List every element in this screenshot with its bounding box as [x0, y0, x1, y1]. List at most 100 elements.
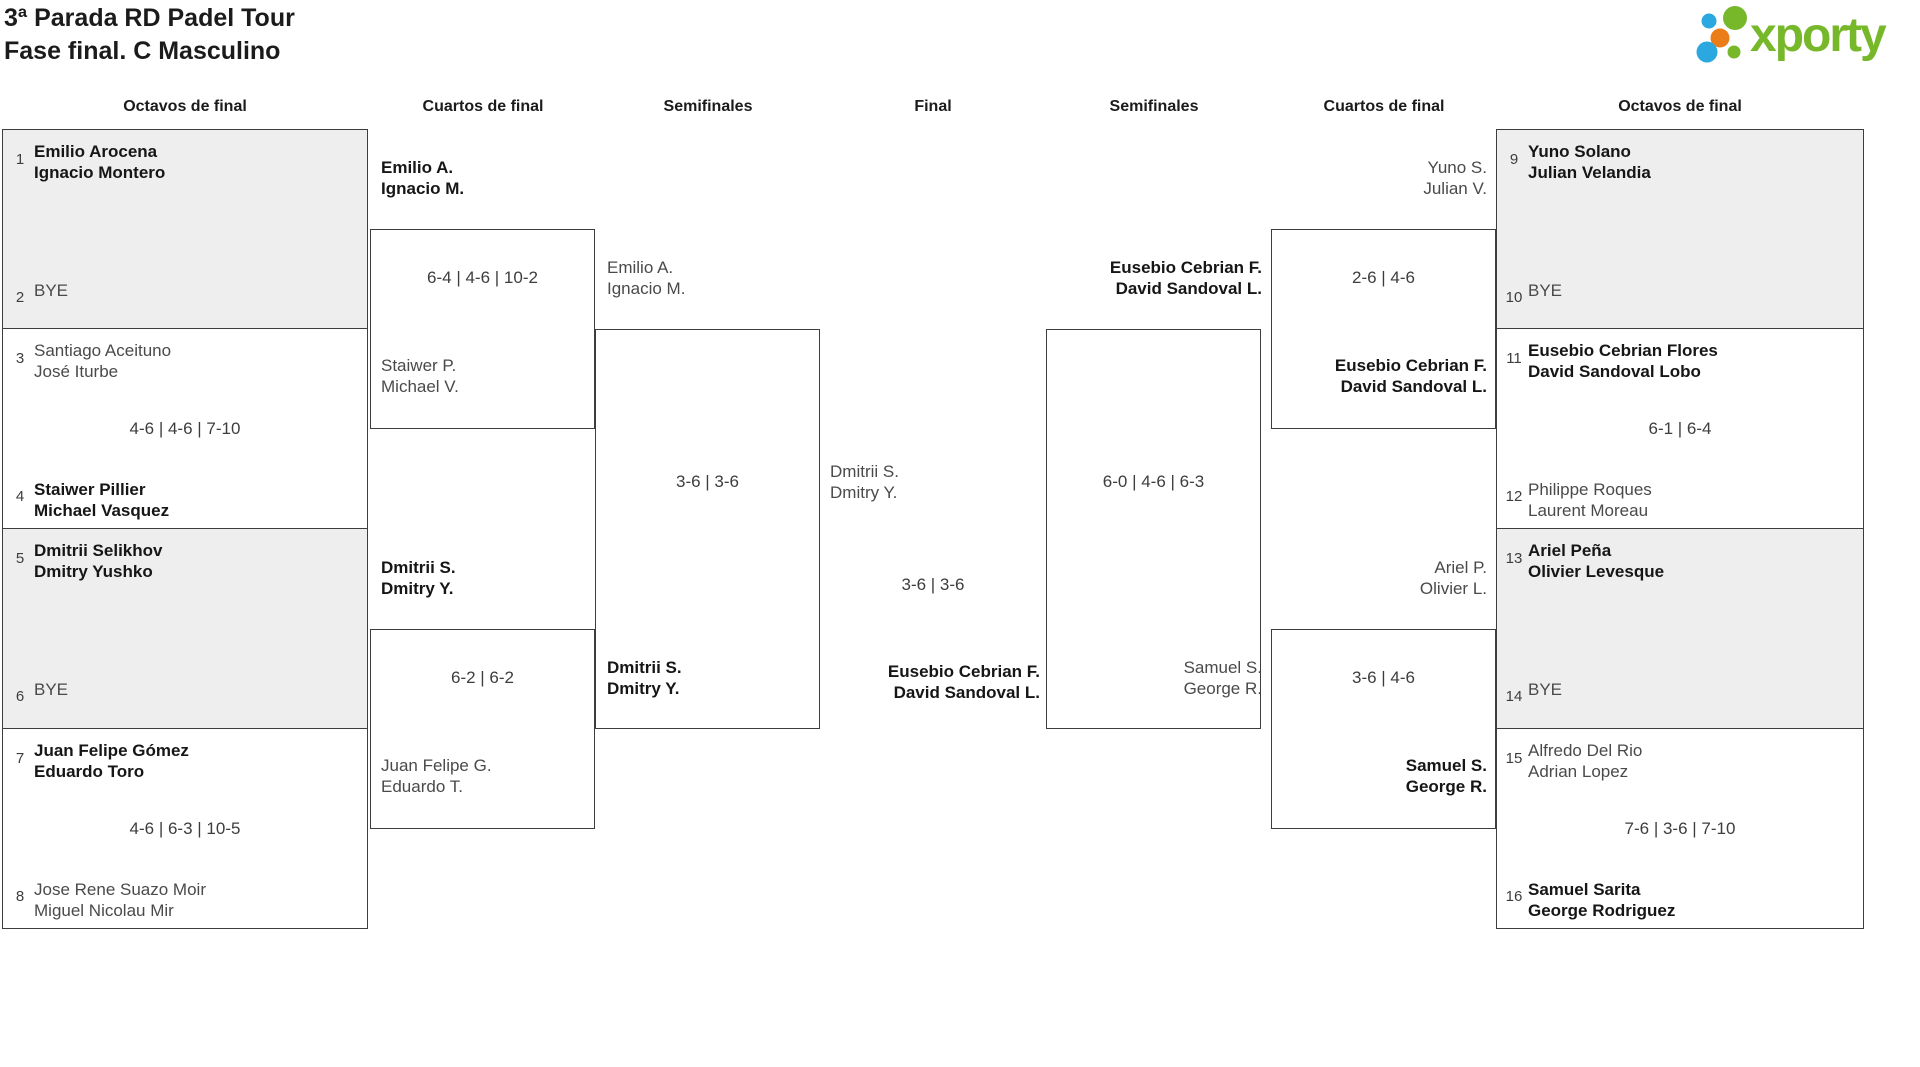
- player-line: Staiwer P.: [381, 356, 457, 375]
- team-pair: Jose Rene Suazo Moir Miguel Nicolau Mir: [34, 879, 206, 921]
- match-octavos-left-4: 7 Juan Felipe Gómez Eduardo Toro 4-6 | 6…: [2, 728, 368, 929]
- round-header-semis-right: Semifinales: [1109, 98, 1199, 115]
- match-octavos-right-1: 9 Yuno Solano Julian Velandia 10 BYE: [1496, 129, 1864, 329]
- team-pair: Staiwer P. Michael V.: [381, 355, 459, 397]
- team-pair: Emilio A. Ignacio M.: [607, 257, 685, 299]
- team-pair: Staiwer Pillier Michael Vasquez: [34, 479, 169, 521]
- team-pair: Ariel P. Olivier L.: [1271, 557, 1487, 599]
- player-line: Eduardo T.: [381, 777, 463, 796]
- xporty-logo-icon: [1696, 6, 1747, 63]
- team-pair: BYE: [34, 280, 68, 301]
- player-line: Emilio A.: [381, 158, 454, 177]
- title-line2: Fase final. C Masculino: [4, 37, 281, 65]
- player-line: Ariel P.: [1434, 558, 1487, 577]
- match-score: 6-2 | 6-2: [450, 668, 514, 687]
- player-line: George Rodriguez: [1528, 901, 1676, 920]
- seed-number: 5: [15, 550, 25, 567]
- round-header-cuartos-left: Cuartos de final: [422, 98, 544, 115]
- match-cuartos-right-1-box: [1271, 229, 1496, 429]
- round-header-octavos-right: Octavos de final: [1618, 98, 1742, 115]
- player-line: Dmitry Yushko: [34, 562, 153, 581]
- team-pair: BYE: [1528, 280, 1562, 301]
- team-pair: Yuno S. Julian V.: [1271, 157, 1487, 199]
- team-pair: Philippe Roques Laurent Moreau: [1528, 479, 1652, 521]
- player-line: BYE: [1528, 281, 1563, 300]
- team-pair: Dmitrii S. Dmitry Y.: [830, 461, 899, 503]
- player-line: Eusebio Cebrian Flores: [1528, 341, 1718, 360]
- team-pair: Juan Felipe Gómez Eduardo Toro: [34, 740, 189, 782]
- player-line: Dmitry Y.: [607, 679, 680, 698]
- match-score: 6-1 | 6-4: [1648, 419, 1712, 438]
- match-cuartos-right-2-box: [1271, 629, 1496, 829]
- team-pair: Eusebio Cebrian F. David Sandoval L.: [1271, 355, 1487, 397]
- seed-number: 13: [1505, 550, 1523, 567]
- seed-number: 3: [15, 350, 25, 367]
- player-line: Emilio Arocena: [34, 142, 158, 161]
- seed-number: 11: [1506, 350, 1522, 367]
- player-line: Michael V.: [381, 377, 459, 396]
- seed-number: 2: [15, 289, 25, 306]
- team-pair: Ariel Peña Olivier Levesque: [1528, 540, 1664, 582]
- player-line: Ariel Peña: [1528, 541, 1612, 560]
- player-line: Olivier Levesque: [1528, 562, 1665, 581]
- match-score: 6-4 | 4-6 | 10-2: [427, 268, 538, 287]
- team-pair: Eusebio Cebrian F. David Sandoval L.: [820, 661, 1040, 703]
- player-line: José Iturbe: [34, 362, 119, 381]
- team-pair: Alfredo Del Rio Adrian Lopez: [1528, 740, 1642, 782]
- team-pair: Dmitrii Selikhov Dmitry Yushko: [34, 540, 162, 582]
- player-line: David Sandoval L.: [893, 683, 1040, 702]
- player-line: Adrian Lopez: [1528, 762, 1629, 781]
- match-octavos-right-3: 13 Ariel Peña Olivier Levesque 14 BYE: [1496, 528, 1864, 729]
- title-line1: 3ª Parada RD Padel Tour: [4, 4, 295, 32]
- player-line: Eduardo Toro: [34, 762, 145, 781]
- player-line: Dmitry Y.: [381, 579, 454, 598]
- team-pair: BYE: [34, 679, 68, 700]
- team-pair: Samuel S. George R.: [1046, 657, 1262, 699]
- match-score: 6-0 | 4-6 | 6-3: [1102, 472, 1205, 491]
- match-score: 3-6 | 3-6: [901, 575, 965, 594]
- match-octavos-right-4: 15 Alfredo Del Rio Adrian Lopez 7-6 | 3-…: [1496, 728, 1864, 929]
- match-semis-left-box: [595, 329, 820, 729]
- player-line: Staiwer Pillier: [34, 480, 146, 499]
- match-score: 7-6 | 3-6 | 7-10: [1624, 819, 1736, 838]
- seed-number: 9: [1509, 151, 1519, 168]
- seed-number: 12: [1505, 488, 1523, 505]
- player-line: Michael Vasquez: [34, 501, 170, 520]
- player-line: Samuel Sarita: [1528, 880, 1641, 899]
- player-line: Juan Felipe Gómez: [34, 741, 189, 760]
- player-line: Alfredo Del Rio: [1528, 741, 1643, 760]
- player-line: Ignacio M.: [607, 279, 686, 298]
- player-line: David Sandoval L.: [1115, 279, 1262, 298]
- team-pair: Dmitrii S. Dmitry Y.: [381, 557, 456, 599]
- player-line: Dmitrii S.: [607, 658, 682, 677]
- match-cuartos-left-1-box: [370, 229, 595, 429]
- match-score: 2-6 | 4-6: [1351, 268, 1415, 287]
- player-line: George R.: [1183, 679, 1262, 698]
- player-line: BYE: [34, 281, 69, 300]
- match-score: 4-6 | 4-6 | 7-10: [129, 419, 241, 438]
- seed-number: 10: [1505, 289, 1523, 306]
- team-pair: Dmitrii S. Dmitry Y.: [607, 657, 682, 699]
- player-line: Samuel S.: [1183, 658, 1262, 677]
- seed-number: 1: [15, 151, 25, 168]
- player-line: Emilio A.: [607, 258, 674, 277]
- match-score: 4-6 | 6-3 | 10-5: [129, 819, 241, 838]
- player-line: George R.: [1405, 777, 1487, 796]
- match-octavos-left-1: 1 Emilio Arocena Ignacio Montero 2 BYE: [2, 129, 368, 329]
- player-line: Dmitry Y.: [830, 483, 898, 502]
- player-line: David Sandoval Lobo: [1528, 362, 1701, 381]
- team-pair: BYE: [1528, 679, 1562, 700]
- player-line: Julian V.: [1423, 179, 1487, 198]
- round-header-semis-left: Semifinales: [663, 98, 753, 115]
- player-line: Dmitrii Selikhov: [34, 541, 163, 560]
- team-pair: Emilio A. Ignacio M.: [381, 157, 464, 199]
- player-line: Yuno S.: [1427, 158, 1487, 177]
- match-cuartos-left-2-box: [370, 629, 595, 829]
- seed-number: 16: [1505, 888, 1523, 905]
- match-score: 3-6 | 3-6: [675, 472, 739, 491]
- seed-number: 15: [1505, 750, 1523, 767]
- team-pair: Eusebio Cebrian F. David Sandoval L.: [1046, 257, 1262, 299]
- team-pair: Samuel S. George R.: [1271, 755, 1487, 797]
- player-line: Juan Felipe G.: [381, 756, 492, 775]
